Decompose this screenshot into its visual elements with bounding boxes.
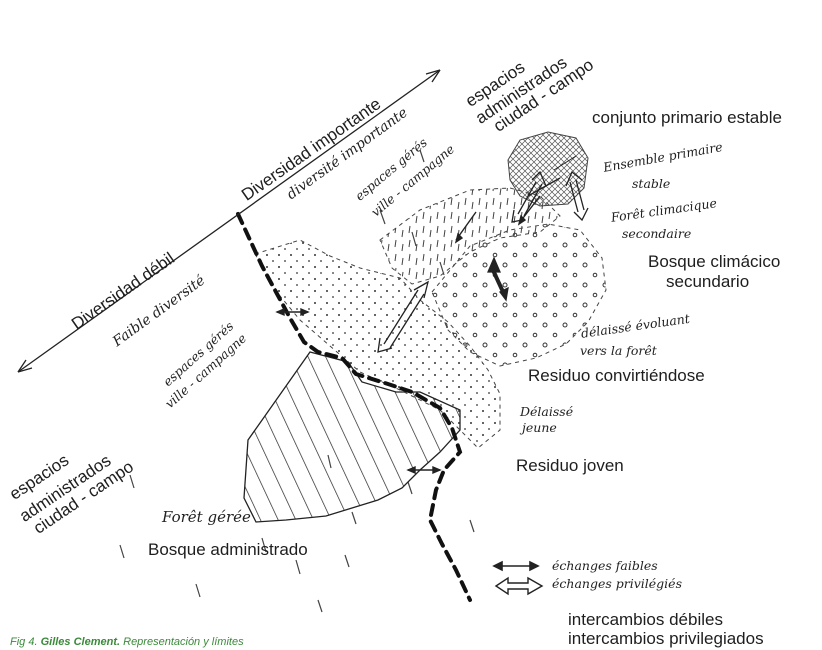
- hw-delaisse-jeune-1: Délaissé: [520, 404, 573, 419]
- label-intercambios-debiles: intercambios débiles: [568, 610, 723, 630]
- caption-prefix: Fig 4.: [10, 636, 38, 648]
- hw-foret-geree: Forêt gérée: [162, 508, 251, 526]
- label-bosque-administrado: Bosque administrado: [148, 540, 308, 560]
- hw-echanges-faibles: échanges faibles: [552, 558, 658, 573]
- hw-ensemble-2: stable: [632, 176, 670, 191]
- caption-text: Representación y límites: [123, 636, 243, 648]
- label-conjunto-primario: conjunto primario estable: [592, 108, 782, 128]
- caption-author: Gilles Clement.: [41, 636, 120, 648]
- label-intercambios-privilegiados: intercambios privilegiados: [568, 629, 764, 649]
- hw-echanges-privilegies: échanges privilégiés: [552, 576, 682, 591]
- hw-delaisse-evoluant-2: vers la forêt: [580, 343, 657, 358]
- label-bosque-climacico-1: Bosque climácico: [648, 252, 780, 272]
- hw-delaisse-jeune-2: jeune: [522, 420, 557, 435]
- stable-primary-region: [508, 132, 588, 206]
- legend-weak-symbol: [494, 562, 538, 570]
- label-bosque-climacico-2: secundario: [666, 272, 749, 292]
- label-residuo-joven: Residuo joven: [516, 456, 624, 476]
- hw-foret-climacique-2: secondaire: [622, 226, 691, 241]
- legend-privileged-symbol: [496, 578, 542, 594]
- label-residuo-convirtiendose: Residuo convirtiéndose: [528, 366, 705, 386]
- figure-caption: Fig 4. Gilles Clement. Representación y …: [10, 636, 244, 648]
